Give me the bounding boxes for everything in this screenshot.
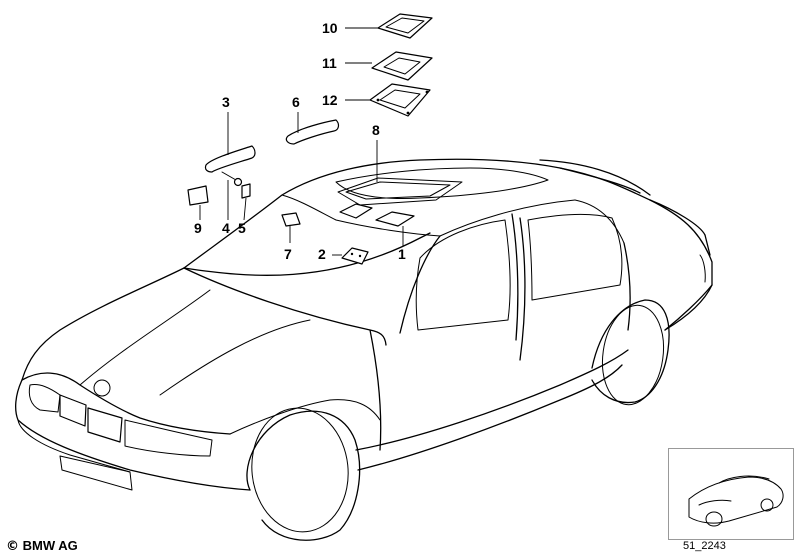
callouts: 10 11 12 3 6 8 9 4 5 7 2 1 (194, 20, 406, 262)
part-12-base (369, 83, 431, 117)
part-2-lamp (341, 247, 369, 265)
copyright-symbol: © (6, 539, 19, 554)
part-9-cap (187, 185, 209, 206)
part-5-clip (241, 183, 251, 199)
part-7-bracket (281, 212, 301, 227)
reference-code: 51_2243 (683, 540, 726, 552)
leader-lines (199, 27, 404, 256)
part-6-grab-handle (285, 119, 340, 145)
overview-thumbnail (668, 448, 794, 540)
part-10-frame (377, 13, 433, 39)
callout-7: 7 (284, 246, 292, 262)
part-11-gasket (371, 51, 433, 81)
callout-12: 12 (322, 92, 338, 108)
callout-1: 1 (398, 246, 406, 262)
callout-11: 11 (322, 55, 337, 71)
part-3-grab-handle (204, 145, 256, 173)
callout-6: 6 (292, 94, 300, 110)
part-1-headliner (339, 203, 415, 227)
callout-4: 4 (222, 220, 230, 236)
car-illustration (15, 158, 713, 541)
callout-3: 3 (222, 94, 230, 110)
parts (187, 13, 433, 265)
callout-8: 8 (372, 122, 380, 138)
callout-5: 5 (238, 220, 246, 236)
callout-9: 9 (194, 220, 202, 236)
callout-2: 2 (318, 246, 326, 262)
copyright: © BMW AG (6, 538, 78, 554)
part-4-screw (221, 171, 243, 187)
copyright-text: BMW AG (22, 538, 78, 553)
callout-10: 10 (322, 20, 338, 36)
car-thumbnail-icon (688, 475, 784, 527)
